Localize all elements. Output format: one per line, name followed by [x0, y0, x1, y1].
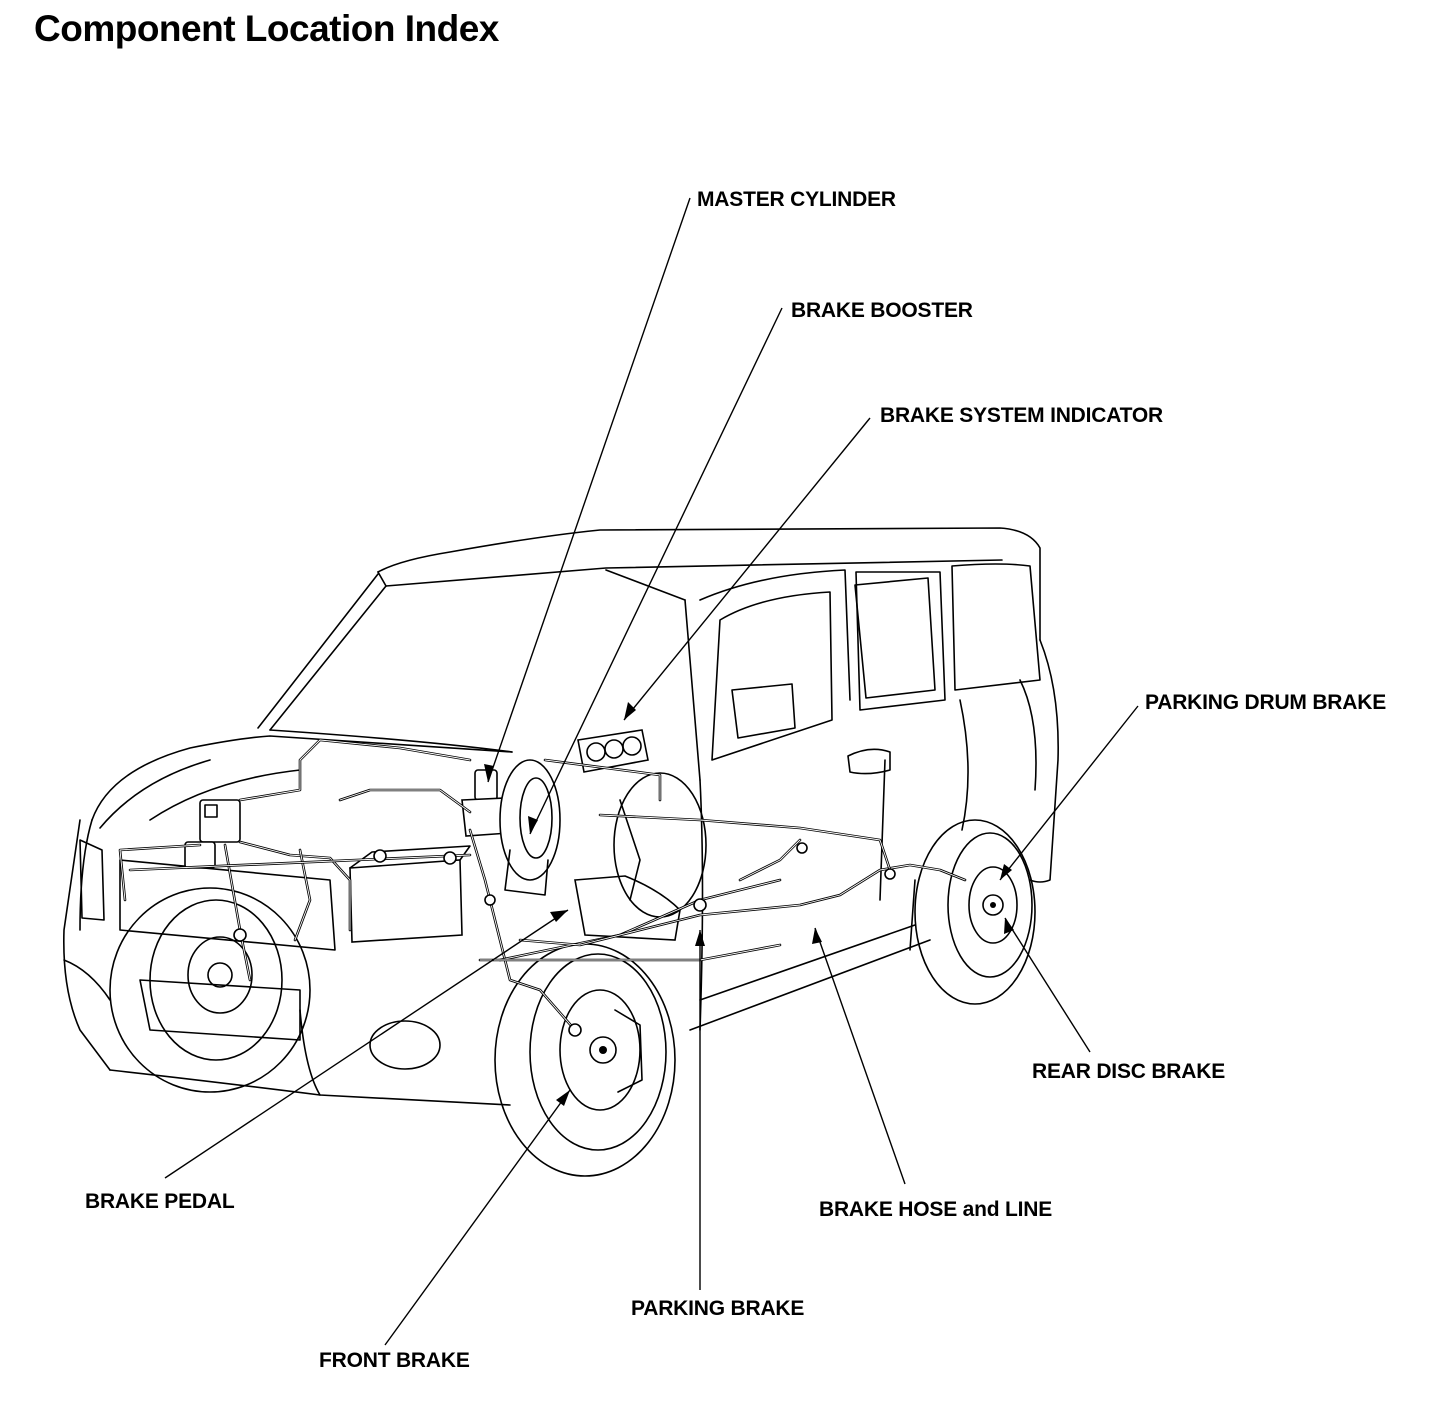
leader-master-cylinder [487, 197, 691, 783]
label-rear-disc-brake: REAR DISC BRAKE [1032, 1060, 1226, 1083]
label-brake-system-indicator: BRAKE SYSTEM INDICATOR [880, 404, 1164, 427]
leader-parking-drum-brake [999, 705, 1139, 881]
leader-rear-disc-brake [1004, 917, 1091, 1053]
rear-wheel [914, 819, 1036, 1005]
battery-shape [349, 845, 471, 943]
label-brake-pedal: BRAKE PEDAL [85, 1190, 235, 1213]
label-master-cylinder: MASTER CYLINDER [697, 188, 896, 211]
front-left-wheel [109, 887, 311, 1093]
page-title: Component Location Index [34, 8, 499, 49]
label-front-brake: FRONT BRAKE [319, 1349, 470, 1372]
leader-brake-booster [529, 307, 783, 835]
brake-system-indicator-shape [577, 729, 649, 773]
label-parking-brake: PARKING BRAKE [631, 1297, 805, 1320]
pedal-assembly-shape [574, 772, 707, 941]
leader-brake-hose-and-line [814, 927, 906, 1185]
vehicle-body-outline [63, 527, 1059, 1106]
leader-brake-system-indicator [623, 417, 871, 721]
front-right-wheel [494, 943, 676, 1177]
label-brake-booster: BRAKE BOOSTER [791, 299, 973, 322]
leader-lines [164, 197, 1139, 1346]
abs-modulator-shape [184, 799, 241, 869]
leader-front-brake [384, 1089, 571, 1346]
label-parking-drum-brake: PARKING DRUM BRAKE [1145, 691, 1387, 714]
leader-arrowheads [484, 702, 1014, 1106]
line-fittings [233, 842, 896, 1037]
label-brake-hose-and-line: BRAKE HOSE and LINE [819, 1198, 1053, 1221]
leader-brake-pedal [164, 909, 569, 1179]
brake-lines [118, 738, 967, 1032]
